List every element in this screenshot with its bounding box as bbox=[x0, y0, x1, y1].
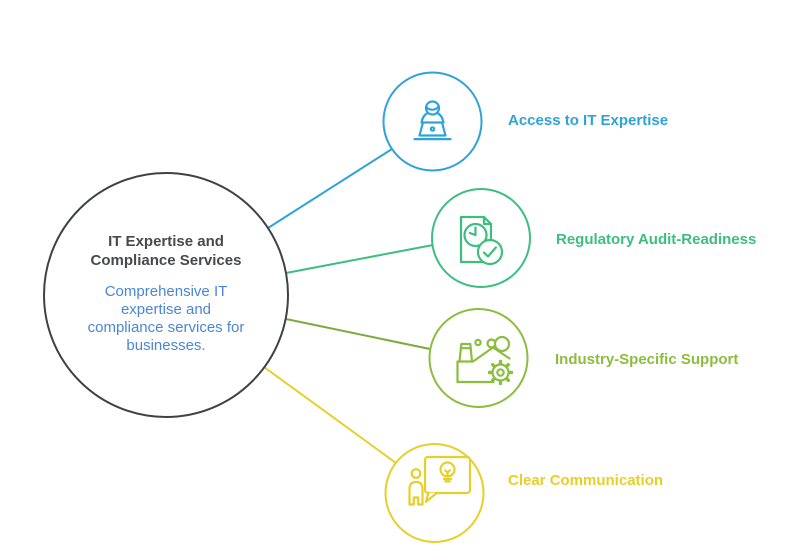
node-industry-specific-support bbox=[428, 308, 529, 408]
connector-line-access-to-it-expertise bbox=[267, 148, 393, 229]
connector-line-industry-specific-support bbox=[285, 318, 431, 350]
person-at-laptop-icon bbox=[413, 100, 452, 141]
connector-line-regulatory-audit-readiness bbox=[285, 244, 434, 274]
node-regulatory-audit-readiness bbox=[431, 188, 531, 288]
center-subtitle-line-4: businesses. bbox=[126, 337, 206, 354]
center-subtitle: Comprehensive IT expertise and complianc… bbox=[81, 283, 251, 355]
center-title: IT Expertise and Compliance Services bbox=[86, 233, 246, 270]
node-label-regulatory-audit-readiness: Regulatory Audit-Readiness bbox=[556, 231, 757, 248]
document-clock-check-icon bbox=[459, 215, 504, 266]
center-circle bbox=[43, 172, 289, 418]
center-subtitle-line-2: expertise and bbox=[120, 301, 212, 318]
node-label-industry-specific-support: Industry-Specific Support bbox=[555, 351, 739, 368]
center-subtitle-line-3: compliance services for bbox=[87, 319, 245, 336]
node-clear-communication bbox=[384, 443, 485, 543]
connector-lines bbox=[263, 148, 434, 464]
factory-gear-icon bbox=[456, 335, 514, 386]
connector-line-clear-communication bbox=[263, 366, 397, 464]
node-label-clear-communication: Clear Communication bbox=[508, 472, 664, 489]
person-speech-bubble-idea-icon bbox=[408, 455, 472, 506]
center-title-line-1: IT Expertise and bbox=[108, 233, 224, 250]
center-subtitle-line-1: Comprehensive IT bbox=[104, 283, 228, 300]
node-label-access-to-it-expertise: Access to IT Expertise bbox=[508, 112, 669, 129]
center-title-line-2: Compliance Services bbox=[90, 251, 242, 269]
node-access-to-it-expertise bbox=[382, 71, 483, 172]
